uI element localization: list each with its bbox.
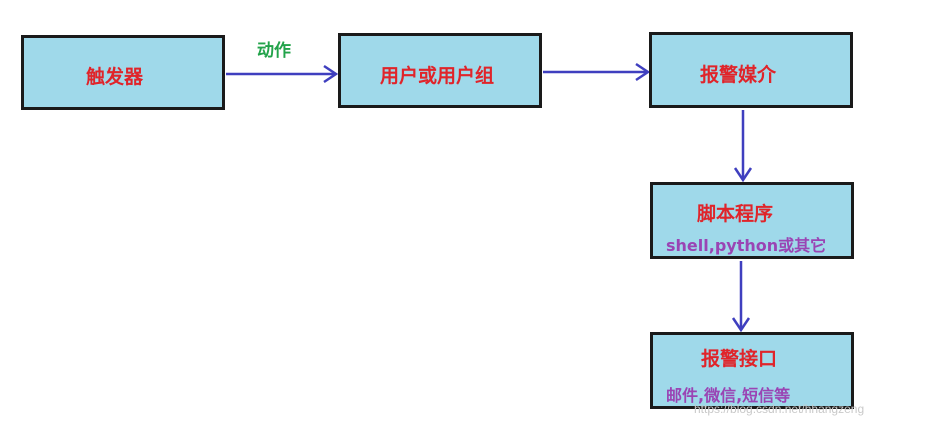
node-media [649, 32, 853, 108]
node-users [338, 33, 542, 108]
node-users-label: 用户或用户组 [380, 65, 495, 87]
node-interface-subtitle: 邮件,微信,短信等 [666, 386, 791, 405]
node-script-subtitle: shell,python或其它 [666, 236, 827, 255]
node-interface-title: 报警接口 [701, 348, 778, 370]
watermark-url: https://blog.csdn.net/hhangzeng [694, 402, 865, 416]
node-interface [650, 332, 854, 409]
arrowhead-trigger-to-users [323, 64, 339, 84]
node-script [650, 182, 854, 259]
node-script-title: 脚本程序 [697, 203, 774, 225]
arrowhead-media-to-script [733, 167, 753, 183]
arrowhead-script-to-interface [731, 317, 751, 333]
edge-label-action: 动作 [257, 41, 291, 61]
node-trigger-label: 触发器 [86, 66, 144, 88]
node-media-label: 报警媒介 [700, 64, 777, 86]
arrowhead-users-to-media [635, 62, 651, 82]
node-trigger [21, 35, 225, 110]
